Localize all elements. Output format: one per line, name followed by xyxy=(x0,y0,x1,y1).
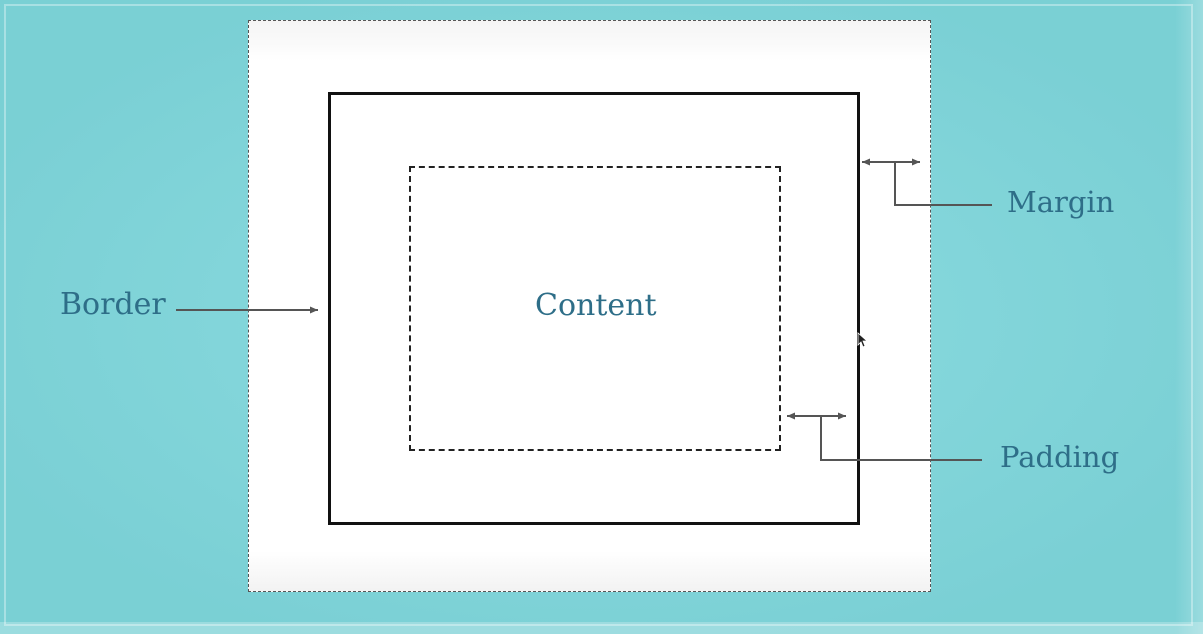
padding-label: Padding xyxy=(1000,440,1120,474)
margin-label: Margin xyxy=(1007,185,1115,219)
content-label: Content xyxy=(535,288,657,323)
border-label: Border xyxy=(60,287,166,322)
margin-arrow xyxy=(862,158,992,206)
slide-bottom-edge xyxy=(0,622,1203,634)
slide-edge xyxy=(1175,0,1203,634)
slide-frame xyxy=(4,4,1193,626)
content-area xyxy=(409,166,781,451)
mouse-cursor-icon xyxy=(857,332,869,348)
padding-arrow xyxy=(787,412,982,461)
